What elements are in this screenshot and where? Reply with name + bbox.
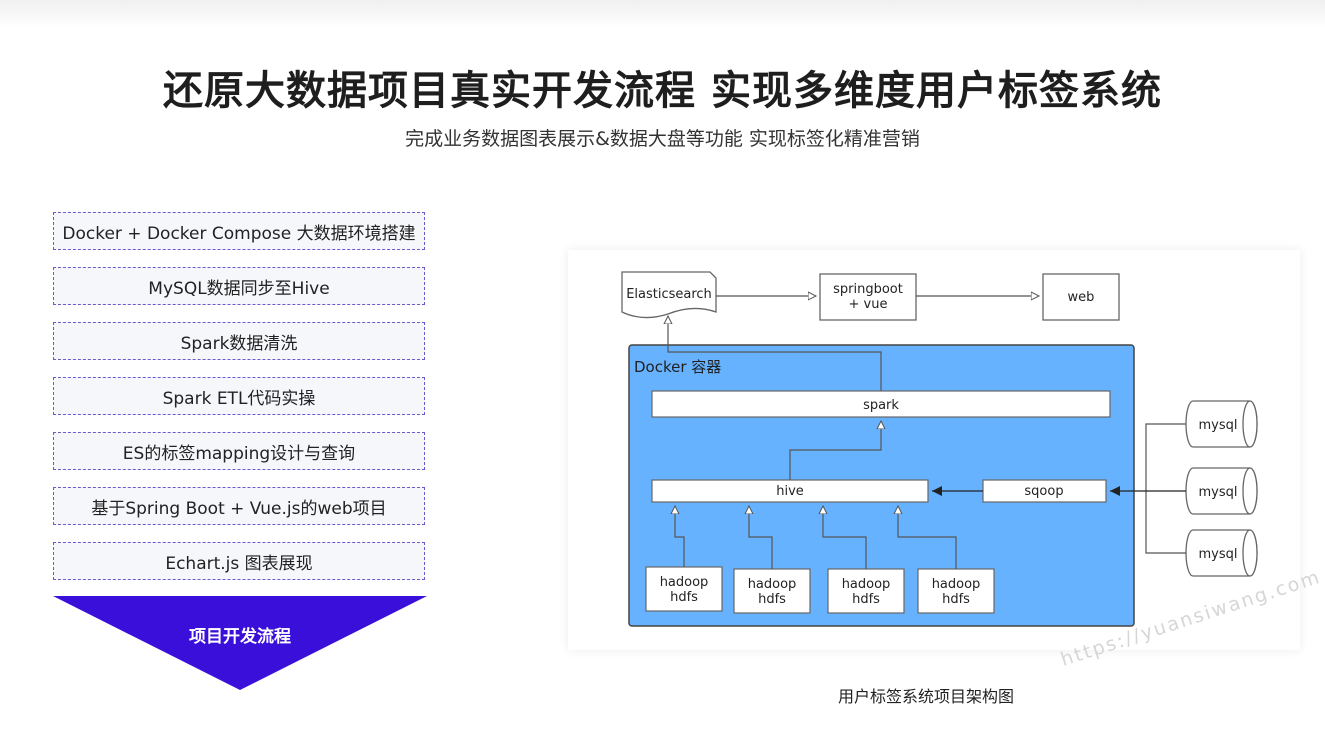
page-title: 还原大数据项目真实开发流程 实现多维度用户标签系统: [163, 68, 1162, 114]
mysql-db-2: mysql: [1185, 467, 1258, 515]
step-echarts[interactable]: Echart.js 图表展现: [53, 542, 425, 580]
arrow-hadoop4-to-hive: [898, 506, 957, 569]
diagram-caption: 用户标签系统项目架构图: [838, 687, 1015, 706]
step-docker-setup[interactable]: Docker + Docker Compose 大数据环境搭建: [53, 212, 425, 250]
step-web-project[interactable]: 基于Spring Boot + Vue.js的web项目: [53, 487, 425, 525]
hdfs-label: hdfs: [942, 592, 970, 607]
hive-label: hive: [776, 484, 804, 499]
step-spark-etl[interactable]: Spark ETL代码实操: [53, 377, 425, 415]
step-es-mapping[interactable]: ES的标签mapping设计与查询: [53, 432, 425, 470]
sqoop-label: sqoop: [1024, 484, 1063, 499]
hadoop-hdfs-node-1: hadoop hdfs: [645, 566, 723, 612]
mysql-label: mysql: [1199, 418, 1238, 433]
hive-node: hive: [651, 479, 929, 503]
vue-label: + vue: [849, 297, 888, 312]
page-subtitle: 完成业务数据图表展示&数据大盘等功能 实现标签化精准营销: [405, 128, 920, 150]
hadoop-label: hadoop: [748, 577, 797, 592]
step-spark-cleaning[interactable]: Spark数据清洗: [53, 322, 425, 360]
hdfs-label: hdfs: [852, 592, 880, 607]
hdfs-label: hdfs: [670, 590, 698, 605]
arrow-hadoop2-to-hive: [749, 506, 773, 569]
mysql-bracket: [1145, 423, 1186, 554]
arrow-spark-to-es: [668, 316, 882, 391]
hadoop-hdfs-node-4: hadoop hdfs: [917, 568, 995, 614]
spark-node: spark: [651, 390, 1111, 418]
hadoop-hdfs-node-2: hadoop hdfs: [733, 568, 811, 614]
arrow-hive-to-spark: [789, 421, 881, 480]
step-mysql-sync[interactable]: MySQL数据同步至Hive: [53, 267, 425, 305]
mysql-db-3: mysql: [1185, 529, 1258, 577]
mysql-label: mysql: [1199, 485, 1238, 500]
hadoop-label: hadoop: [660, 575, 709, 590]
mysql-db-1: mysql: [1185, 400, 1258, 448]
springboot-label: springboot: [833, 282, 903, 297]
spark-label: spark: [863, 398, 899, 413]
arrow-hadoop1-to-hive: [675, 506, 685, 567]
web-node: web: [1042, 273, 1120, 321]
architecture-diagram-svg: Elasticsearch springboot + vue web Docke…: [621, 271, 1258, 627]
architecture-diagram: Elasticsearch springboot + vue web Docke…: [568, 250, 1300, 650]
hadoop-hdfs-node-3: hadoop hdfs: [827, 568, 905, 614]
elasticsearch-node: Elasticsearch: [621, 271, 717, 319]
funnel-label: 项目开发流程: [189, 627, 291, 647]
web-label: web: [1068, 290, 1095, 305]
funnel-triangle: [53, 596, 427, 690]
hadoop-label: hadoop: [932, 577, 981, 592]
sqoop-node: sqoop: [982, 479, 1107, 503]
arrow-hadoop3-to-hive: [823, 506, 867, 569]
mysql-label: mysql: [1199, 547, 1238, 562]
elasticsearch-label: Elasticsearch: [626, 287, 712, 302]
hdfs-label: hdfs: [758, 592, 786, 607]
hadoop-label: hadoop: [842, 577, 891, 592]
docker-container-label: Docker 容器: [634, 358, 721, 376]
springboot-vue-node: springboot + vue: [819, 273, 917, 321]
